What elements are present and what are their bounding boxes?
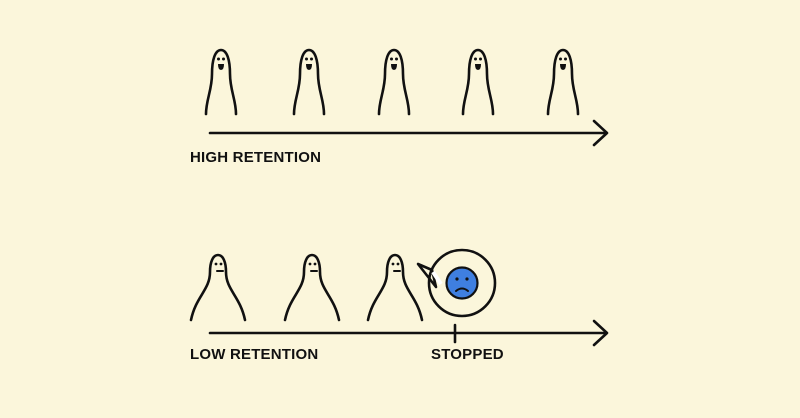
low-arrowhead-icon	[592, 319, 609, 347]
stopped-label: STOPPED	[431, 346, 504, 363]
high-retention-people	[204, 48, 580, 116]
person-smile	[391, 64, 397, 70]
happy-person-icon	[204, 48, 238, 116]
person-right-eye	[479, 57, 482, 61]
person-body	[292, 48, 326, 116]
low-retention-arrow	[208, 319, 609, 347]
person-body	[377, 48, 411, 116]
happy-person-icon	[292, 48, 326, 116]
person-right-eye	[222, 57, 225, 61]
person-smile	[560, 64, 566, 70]
high-retention-label: HIGH RETENTION	[190, 149, 322, 166]
sad-face-icon	[445, 266, 479, 300]
person-smile	[475, 64, 481, 70]
low-retention-row	[189, 248, 609, 347]
happy-person-icon	[461, 48, 495, 116]
person-right-eye	[564, 57, 567, 61]
low-retention-people	[189, 253, 424, 322]
speech-bubble	[416, 248, 497, 318]
sad-face-left-eye	[455, 277, 459, 281]
person-left-eye	[217, 57, 220, 61]
neutral-person-icon	[189, 253, 247, 322]
person-left-eye	[474, 57, 477, 61]
high-retention-arrow	[208, 119, 609, 147]
person-right-eye	[310, 57, 313, 61]
person-left-eye	[305, 57, 308, 61]
person-left-eye	[559, 57, 562, 61]
person-body	[461, 48, 495, 116]
person-body	[283, 253, 341, 322]
low-retention-label: LOW RETENTION	[190, 346, 319, 363]
person-right-eye	[313, 262, 317, 266]
person-right-eye	[219, 262, 223, 266]
person-left-eye	[390, 57, 393, 61]
neutral-person-icon	[283, 253, 341, 322]
happy-person-icon	[546, 48, 580, 116]
sad-face-mouth	[455, 287, 469, 292]
happy-person-icon	[377, 48, 411, 116]
neutral-person-icon	[366, 253, 424, 322]
person-body	[546, 48, 580, 116]
high-arrowhead-icon	[592, 119, 609, 147]
speech-bubble-tail	[416, 262, 438, 289]
person-left-eye	[214, 262, 218, 266]
person-smile	[218, 64, 224, 70]
person-left-eye	[391, 262, 395, 266]
person-body	[366, 253, 424, 322]
speech-bubble-joint	[431, 270, 443, 286]
sad-face-head	[445, 266, 479, 300]
high-retention-row	[204, 48, 609, 147]
person-body	[204, 48, 238, 116]
person-smile	[306, 64, 312, 70]
person-left-eye	[308, 262, 312, 266]
person-right-eye	[396, 262, 400, 266]
sad-face-right-eye	[465, 277, 469, 281]
speech-bubble-circle	[427, 248, 497, 318]
person-right-eye	[395, 57, 398, 61]
person-body	[189, 253, 247, 322]
